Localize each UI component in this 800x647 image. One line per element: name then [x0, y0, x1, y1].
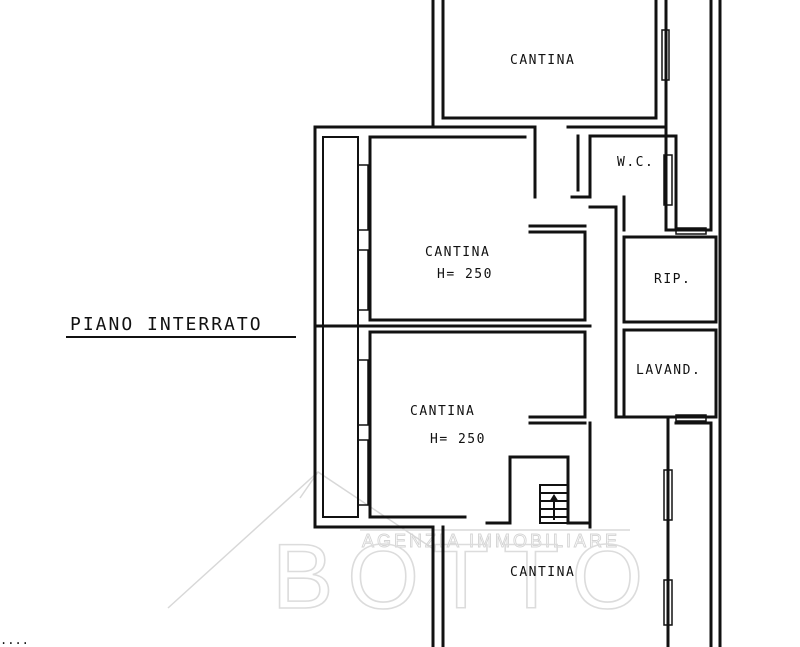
wall-wc — [588, 134, 678, 232]
window-wc — [663, 154, 673, 206]
wall-lower-right — [674, 421, 713, 647]
watermark: AGENZIA IMMOBILIARE BOTTO — [167, 471, 657, 629]
watermark-brand-text: BOTTO — [272, 526, 657, 628]
room-label-cantina-bottom: CANTINA — [510, 565, 575, 580]
window-mid-left-2 — [357, 249, 369, 311]
window-rip-door — [675, 227, 707, 235]
window-lower-right-1 — [663, 469, 673, 521]
room-label-cantina-mid: CANTINA — [425, 245, 490, 260]
floor-title: PIANO INTERRATO — [70, 314, 263, 335]
window-mid-left-1 — [357, 164, 369, 231]
room-label-lavand: LAVAND. — [636, 363, 701, 378]
wall-cantina-mid — [368, 135, 587, 322]
room-height-cantina-mid: H= 250 — [437, 267, 493, 282]
wall-rip — [622, 235, 718, 324]
wall-left-outline — [313, 125, 435, 647]
window-low-left-1 — [357, 359, 369, 426]
room-label-cantina-low: CANTINA — [410, 404, 475, 419]
wall-cantina-low — [368, 330, 587, 519]
windows — [357, 29, 707, 626]
room-label-cantina-top: CANTINA — [510, 53, 575, 68]
wall-lavand — [622, 328, 718, 419]
window-low-left-2 — [357, 439, 369, 506]
watermark-agency-text: AGENZIA IMMOBILIARE — [362, 531, 620, 551]
wall-right-outer — [709, 0, 722, 647]
wall-right-corridor — [664, 125, 713, 232]
window-lower-right-2 — [663, 579, 673, 626]
corner-fragment-text: .... — [0, 633, 29, 647]
stair-icon — [539, 484, 569, 524]
wall-left-inner — [322, 136, 359, 518]
window-top-right — [661, 29, 670, 81]
wall-central-corridor — [570, 134, 670, 647]
wall-stair — [485, 421, 592, 529]
room-height-cantina-low: H= 250 — [430, 432, 486, 447]
wall-top-cantina-inner — [441, 0, 658, 120]
room-label-wc: W.C. — [617, 155, 654, 170]
walls — [313, 0, 722, 647]
window-lavand-door — [675, 414, 707, 422]
room-label-rip: RIP. — [654, 272, 691, 287]
